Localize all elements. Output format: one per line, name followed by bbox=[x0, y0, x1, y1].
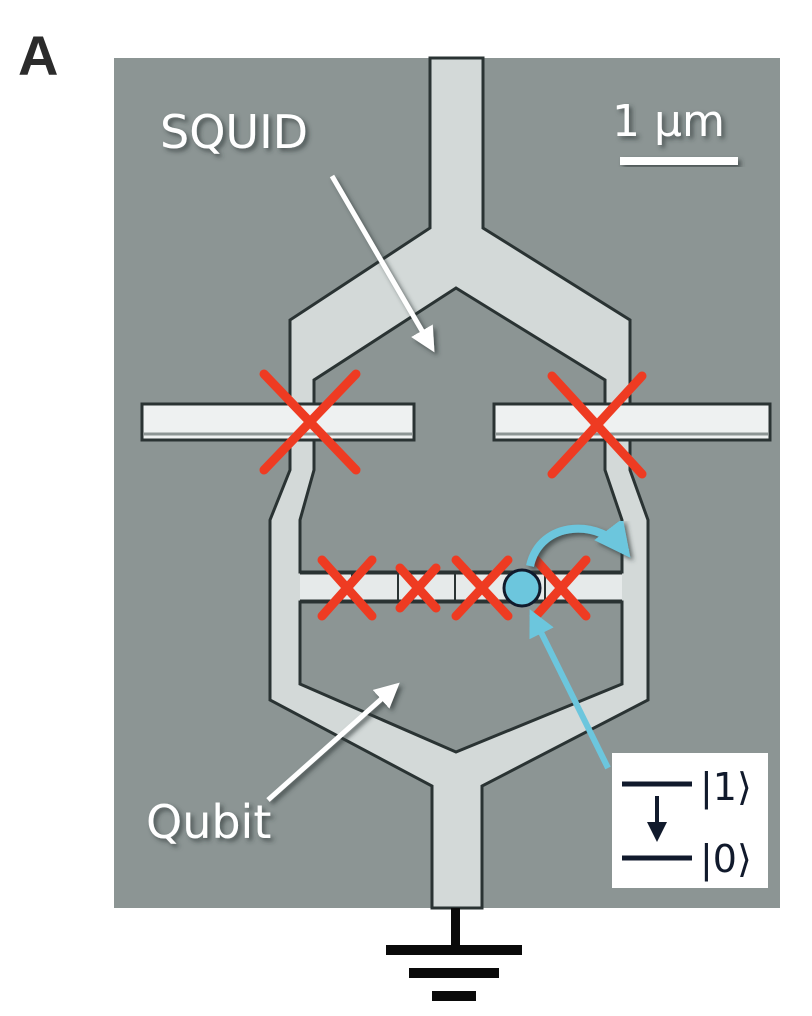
josephson-junction-cross-icon bbox=[395, 563, 441, 613]
quasiparticle-icon bbox=[502, 568, 542, 608]
josephson-junction-cross-icon bbox=[451, 555, 513, 621]
state-one-label: |1⟩ bbox=[700, 765, 752, 810]
tunneling-arrow-icon bbox=[526, 518, 631, 568]
qubit-pointer-arrow bbox=[266, 682, 400, 802]
josephson-junction-cross-icon bbox=[547, 371, 647, 479]
qubit-label: Qubit bbox=[146, 795, 271, 849]
scale-bar-label: 1 μm bbox=[612, 96, 725, 147]
squid-pointer-arrow bbox=[329, 174, 435, 353]
josephson-junction-cross-icon bbox=[531, 555, 591, 621]
josephson-junction-cross-icon bbox=[259, 369, 361, 475]
scale-bar bbox=[620, 157, 738, 165]
panel-label: A bbox=[18, 24, 59, 87]
flux-bias-line-left bbox=[140, 402, 416, 442]
energy-pointer-arrow bbox=[529, 609, 611, 770]
flux-bias-line-right bbox=[492, 402, 772, 442]
squid-label: SQUID bbox=[160, 105, 308, 159]
state-zero-label: |0⟩ bbox=[700, 837, 752, 882]
josephson-junction-cross-icon bbox=[317, 555, 377, 621]
energy-level-diagram: |1⟩ |0⟩ bbox=[612, 753, 768, 888]
ground-symbol-icon bbox=[386, 908, 522, 1001]
